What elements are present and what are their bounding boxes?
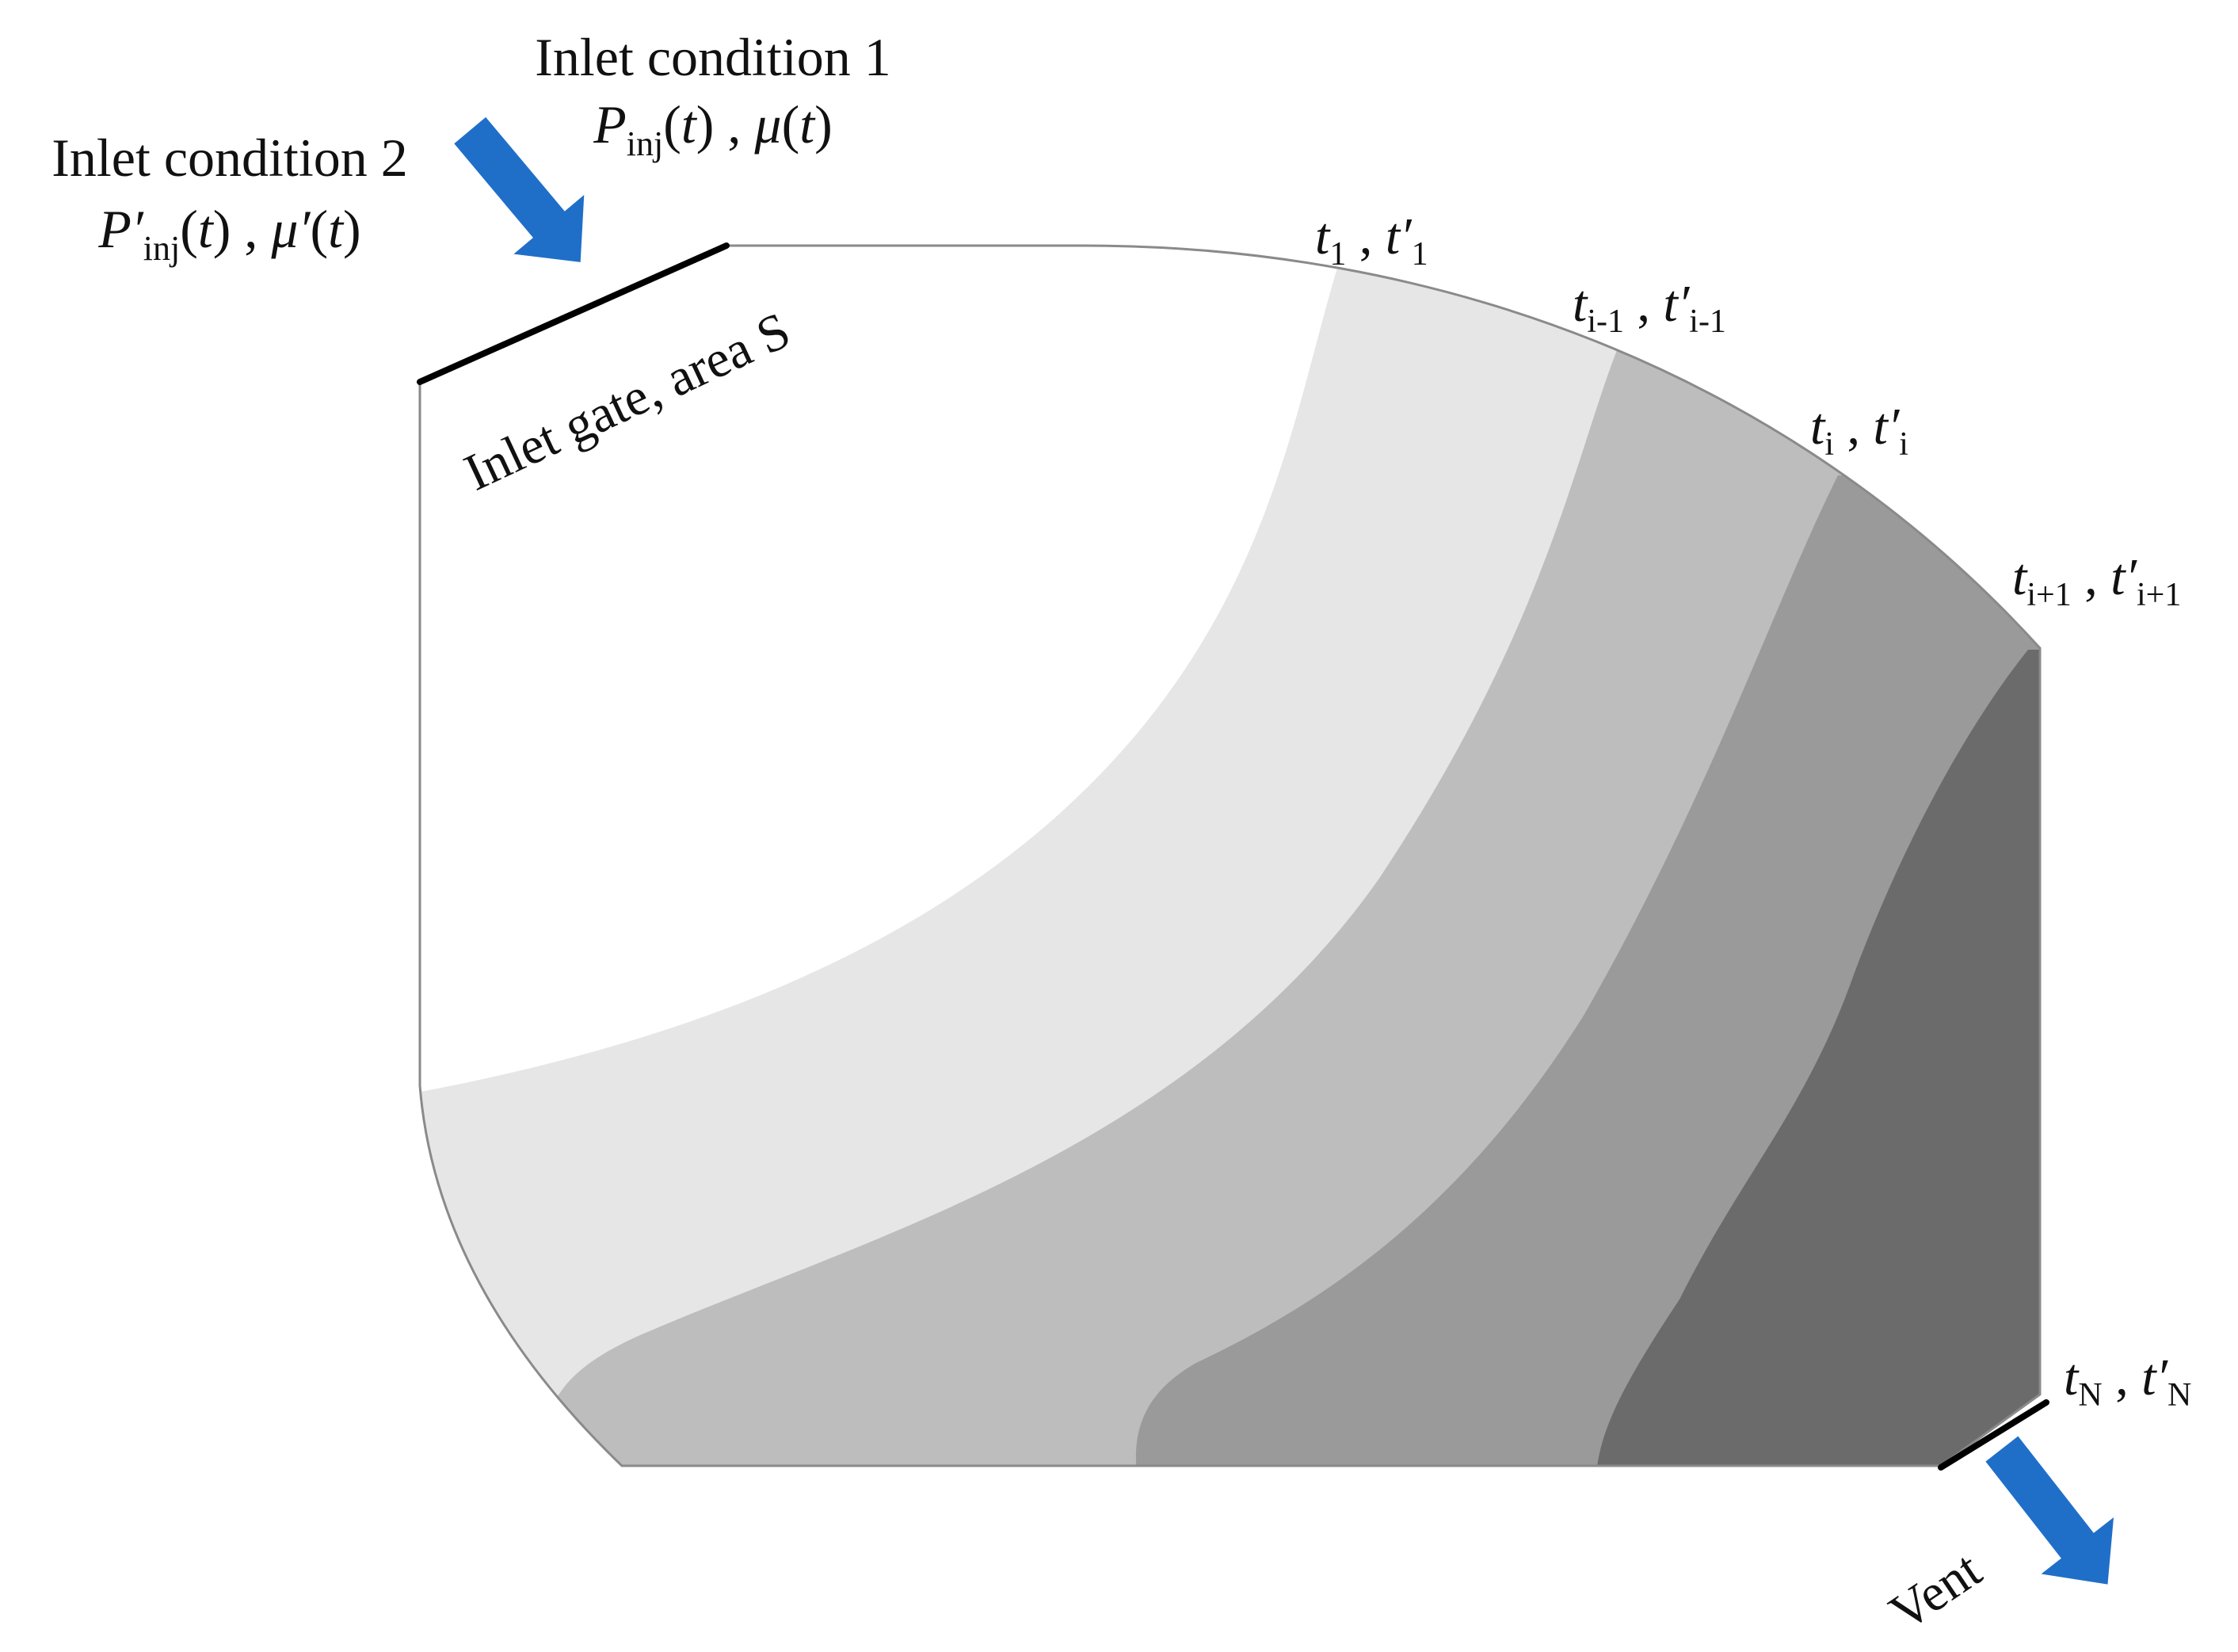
time-label-i-plus-1: ti+1 , t′i+1 (2012, 548, 2181, 613)
inlet-1-formula: Pinj(t) , μ(t) (593, 94, 833, 163)
zone-4 (1596, 650, 2040, 1466)
cavity-outline (418, 244, 2042, 1467)
time-label-N: tN , t′N (2064, 1349, 2191, 1414)
time-label-i-minus-1: ti-1 , t′i-1 (1573, 275, 1726, 340)
vent-arrow-icon (1985, 1436, 2114, 1585)
inlet-2-formula: P′inj(t) , μ′(t) (97, 199, 360, 268)
inlet-gate-line (417, 242, 730, 385)
inlet-2-title: Inlet condition 2 (51, 128, 407, 188)
vent-line (1938, 1399, 2049, 1471)
inlet-1-title: Inlet condition 1 (535, 27, 890, 87)
inlet-arrow-icon (454, 116, 585, 262)
time-label-1: t1 , t′1 (1315, 208, 1428, 273)
vent-label: Vent (1880, 1540, 1992, 1642)
time-label-i: ti , t′i (1810, 398, 1908, 463)
